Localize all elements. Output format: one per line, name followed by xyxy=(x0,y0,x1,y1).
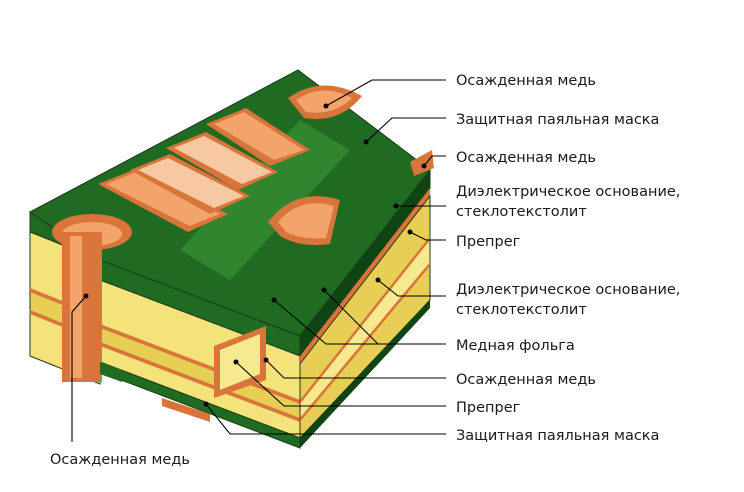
board-right-face xyxy=(299,168,431,448)
leader-lines xyxy=(71,79,446,442)
board-top-surface xyxy=(29,69,434,382)
copper-foil-main xyxy=(100,342,300,422)
bottom-left-mask xyxy=(100,362,122,382)
label-solder-mask-1: Защитная паяльная маска xyxy=(456,112,659,128)
via-lower-fill xyxy=(220,334,260,390)
label-deposited-copper-1: Осажденная медь xyxy=(456,73,596,89)
label-dielectric-2-line2: стеклотекстолит xyxy=(456,302,587,318)
copper-foil-right xyxy=(300,262,430,422)
solder-mask-sheen xyxy=(180,120,350,280)
label-copper-foil: Медная фольга xyxy=(456,338,575,354)
bottom-mask-right xyxy=(300,300,430,448)
label-deposited-copper-2: Осажденная медь xyxy=(456,150,596,166)
copper-pad-2-inner xyxy=(138,158,244,208)
label-prepreg-1: Препрег xyxy=(456,234,520,250)
edge-copper-top-right xyxy=(410,150,434,176)
label-prepreg-2: Препрег xyxy=(456,400,520,416)
label-dielectric-1-line1: Диэлектрическое основание, xyxy=(456,184,680,200)
copper-pad-3-inner xyxy=(174,136,272,184)
bottom-pad xyxy=(162,398,210,422)
label-dielectric-1-line2: стеклотекстолит xyxy=(456,204,587,220)
copper-right-edge xyxy=(300,188,430,364)
label-dielectric-2-line1: Диэлектрическое основание, xyxy=(456,282,680,298)
copper-pad-1-inner xyxy=(106,172,220,226)
label-deposited-copper-3: Осажденная медь xyxy=(456,372,596,388)
labels: Осажденная медь Защитная паяльная маска … xyxy=(50,73,680,468)
via-half-middle-inner xyxy=(278,203,334,239)
via-half-top-right-inner xyxy=(296,90,352,113)
label-deposited-copper-4: Осажденная медь xyxy=(50,452,190,468)
copper-pad-4-inner xyxy=(214,112,304,160)
label-solder-mask-2: Защитная паяльная маска xyxy=(456,428,659,444)
copper-foil-right xyxy=(300,236,430,404)
